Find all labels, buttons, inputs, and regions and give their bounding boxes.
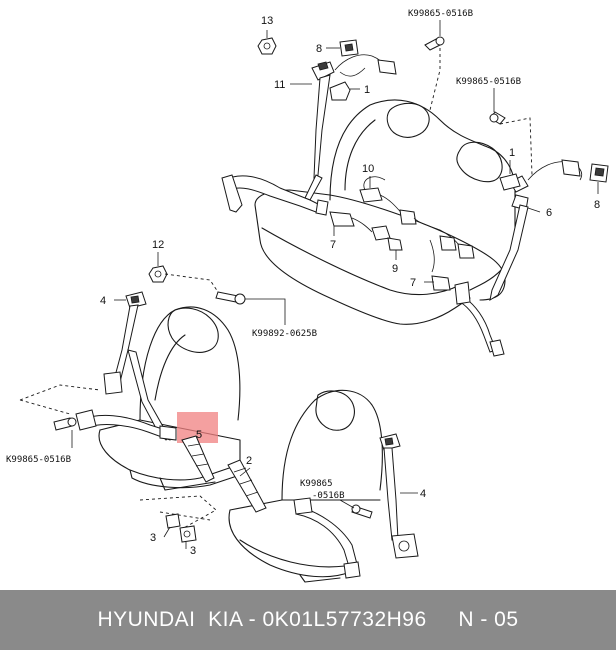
label-3-left: 3 <box>150 532 156 544</box>
label-2: 2 <box>246 455 252 467</box>
label-5: 5 <box>196 429 202 441</box>
part-3-fastener-a <box>165 513 181 529</box>
footer-banner: HYUNDAI KIA - 0K01L57732H96 N - 05 <box>0 590 616 650</box>
part-3-fastener-b <box>179 525 197 543</box>
code-front-line1: K99865 <box>300 479 333 489</box>
rear-center-buckles <box>329 176 475 291</box>
label-8-right: 8 <box>594 199 600 211</box>
seat-belt-exploded-diagram: 13 8 11 1 1 6 8 10 7 9 7 12 4 5 2 4 3 3 … <box>6 9 609 583</box>
part-5-buckle <box>181 435 215 483</box>
label-7-right: 7 <box>410 277 416 289</box>
label-4-right: 4 <box>420 488 426 500</box>
label-6: 6 <box>546 207 552 219</box>
part-12-nut <box>148 265 168 283</box>
code-left: K99865-0516B <box>6 455 71 465</box>
front-right-seat <box>227 389 419 583</box>
label-7-left: 7 <box>330 239 336 251</box>
label-4-left: 4 <box>100 295 106 307</box>
label-1-top: 1 <box>364 84 370 96</box>
label-11: 11 <box>274 79 285 91</box>
label-10: 10 <box>362 163 374 175</box>
rear-right-belt <box>454 159 609 357</box>
front-left-seat <box>98 306 241 491</box>
code-right: K99865-0516B <box>456 77 521 87</box>
mid-bolt <box>215 291 239 303</box>
rear-seat <box>254 99 516 325</box>
part-1-top-cover <box>329 81 351 101</box>
part-13-nut <box>257 37 277 55</box>
front-left-belt <box>75 291 177 441</box>
part-labels: 13 8 11 1 1 6 8 10 7 9 7 12 4 5 2 4 3 3 … <box>6 9 600 557</box>
label-8-top: 8 <box>316 43 322 55</box>
label-12: 12 <box>152 239 164 251</box>
label-13: 13 <box>261 15 273 27</box>
label-1-right: 1 <box>509 147 515 159</box>
code-mid: K99892-0625B <box>252 329 317 339</box>
part-5-highlight <box>177 412 218 443</box>
label-9: 9 <box>392 263 398 275</box>
footer-text: HYUNDAI KIA - 0K01L57732H96 N - 05 <box>97 608 519 631</box>
code-top: K99865-0516B <box>408 9 473 19</box>
label-3-bottom: 3 <box>190 545 196 557</box>
rear-left-belt <box>221 54 397 216</box>
leader-lines <box>71 20 599 549</box>
code-front-line2: -0516B <box>312 491 345 501</box>
